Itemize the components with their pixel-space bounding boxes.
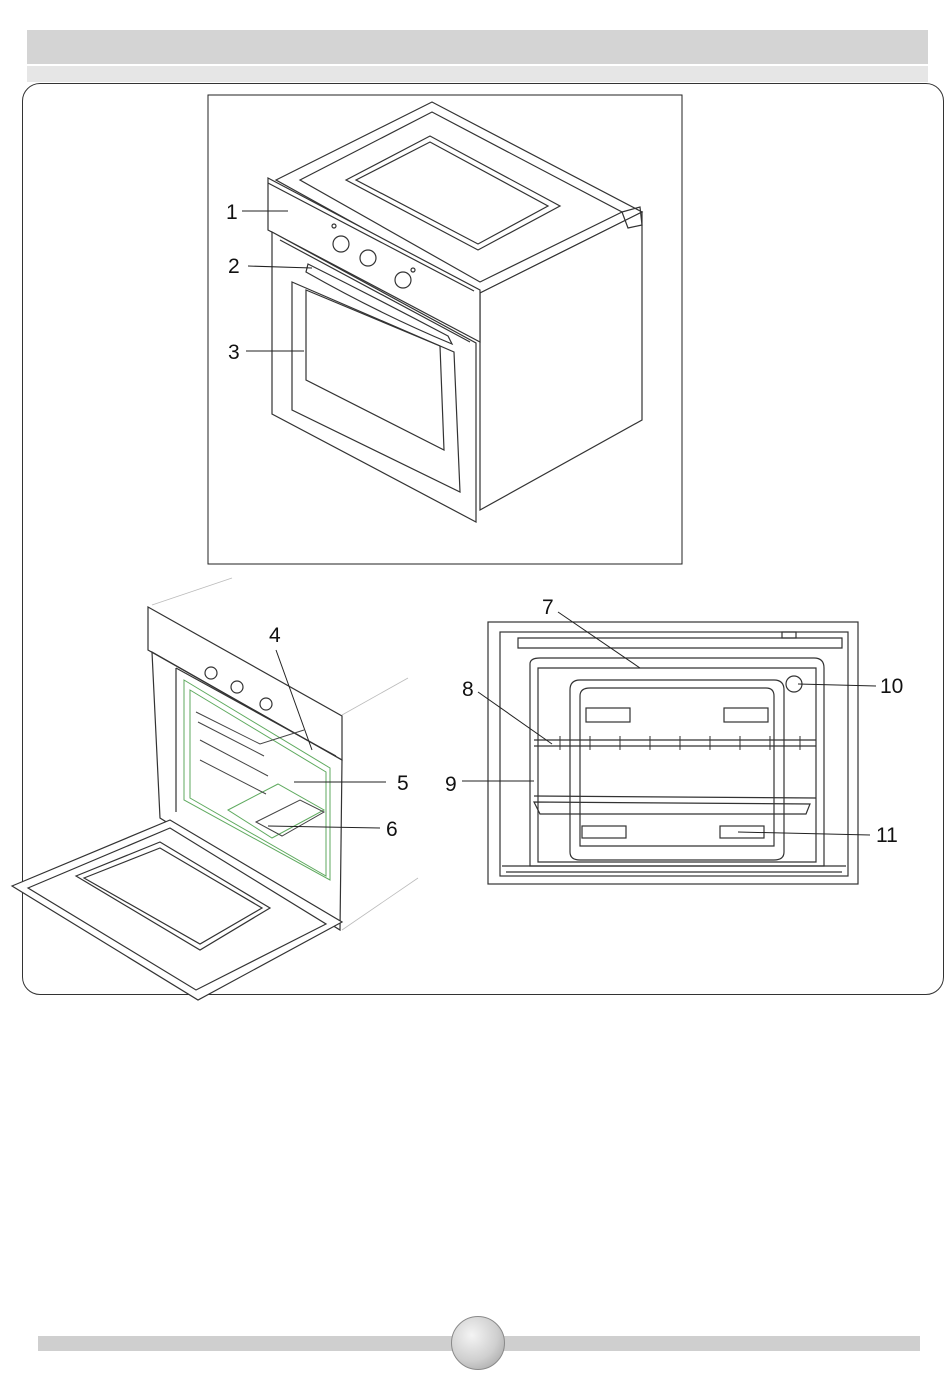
callout-10: 10	[880, 675, 903, 698]
callout-7: 7	[542, 596, 554, 619]
callout-9: 9	[445, 773, 457, 796]
callout-8: 8	[462, 678, 474, 701]
callout-11: 11	[876, 824, 898, 847]
closed-oven-figure	[208, 95, 682, 564]
callout-5: 5	[397, 772, 409, 795]
callout-4: 4	[269, 624, 281, 647]
callout-2: 2	[228, 255, 240, 278]
callout-3: 3	[228, 341, 240, 364]
page-number-badge	[451, 1316, 505, 1370]
cavity-front-figure	[488, 622, 858, 884]
callout-6: 6	[386, 818, 398, 841]
callout-1: 1	[226, 201, 238, 224]
open-oven-figure	[12, 578, 418, 1000]
